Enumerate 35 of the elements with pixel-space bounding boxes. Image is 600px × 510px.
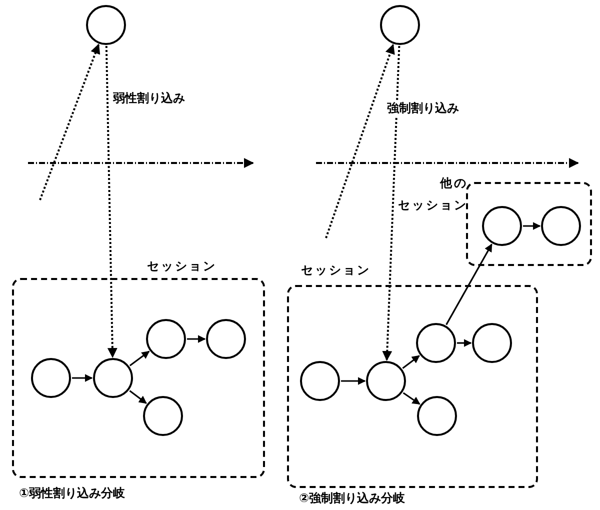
arrow	[39, 44, 100, 200]
circle-node	[143, 396, 183, 436]
circle-node	[146, 319, 186, 359]
circle-node	[366, 361, 406, 401]
arrow	[129, 350, 150, 366]
arrow	[402, 355, 420, 369]
session-heading: 他のセッション	[398, 175, 469, 214]
arrow	[72, 374, 93, 382]
circle-node	[380, 5, 420, 45]
caption: ②強制割り込み分岐	[298, 490, 406, 507]
circle-node	[31, 358, 71, 398]
circle-node	[482, 206, 522, 246]
arrow	[402, 392, 420, 405]
arrow	[325, 44, 395, 238]
edge-label: 強制割り込み	[386, 100, 460, 117]
arrow	[457, 339, 472, 347]
circle-node	[86, 5, 126, 45]
arrow	[523, 222, 541, 230]
caption: ①弱性割り込み分岐	[18, 485, 126, 502]
arrow	[446, 244, 492, 326]
circle-node	[472, 323, 512, 363]
session-heading: セッション	[147, 258, 217, 275]
edge-label: 弱性割り込み	[112, 90, 186, 107]
arrow	[105, 46, 118, 358]
arrow	[382, 46, 400, 361]
arrow	[129, 390, 147, 404]
circle-node	[541, 206, 581, 246]
circle-node	[417, 396, 457, 436]
session-heading: セッション	[301, 262, 371, 279]
circle-node	[93, 358, 133, 398]
arrow	[341, 377, 366, 385]
arrow	[187, 335, 206, 343]
circle-node	[300, 361, 340, 401]
circle-node	[206, 319, 246, 359]
circle-node	[416, 323, 456, 363]
